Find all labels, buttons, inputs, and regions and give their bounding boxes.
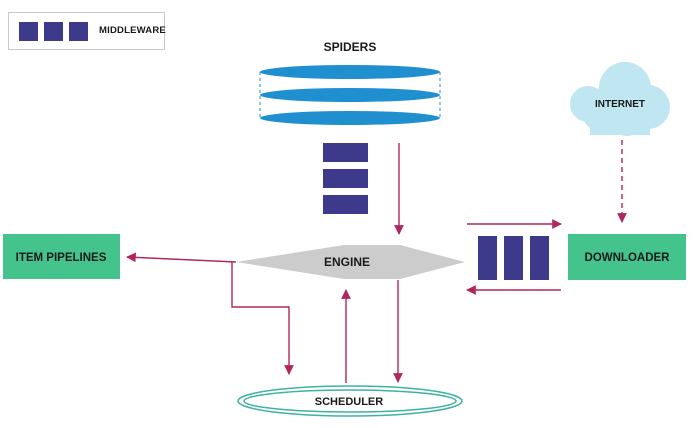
engine-node: [236, 245, 465, 279]
legend: MIDDLEWARE: [8, 12, 166, 50]
scheduler-label: SCHEDULER: [315, 396, 384, 408]
downloader-middleware: [478, 236, 549, 280]
spiders-node: [259, 65, 441, 125]
engine-to-pipelines-arrow: [126, 252, 237, 263]
downloader-node: [568, 234, 686, 280]
item-pipelines-label: ITEM PIPELINES: [16, 252, 107, 264]
internet-cloud: [570, 62, 670, 136]
middleware-swatch: [69, 22, 88, 41]
middleware-swatch: [44, 22, 63, 41]
spiders-label: SPIDERS: [324, 40, 377, 54]
spider-middleware: [323, 143, 368, 214]
engine-to-scheduler-arrow: [231, 262, 294, 375]
downloader-label: DOWNLOADER: [585, 252, 671, 264]
engine-label: ENGINE: [324, 255, 370, 269]
internet-label: INTERNET: [595, 99, 645, 110]
middleware-swatch: [19, 22, 38, 41]
legend-label: MIDDLEWARE: [99, 25, 166, 36]
item-pipelines-node: [3, 234, 120, 279]
scheduler-node: [237, 385, 463, 417]
